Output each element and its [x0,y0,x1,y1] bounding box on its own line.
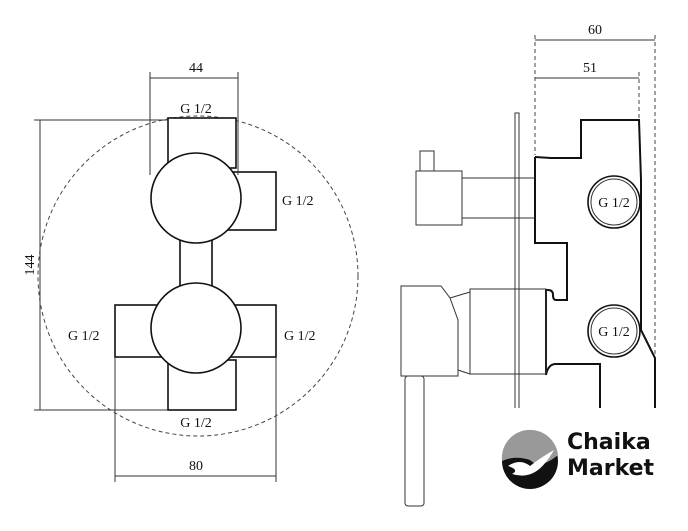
port-label-top: G 1/2 [180,102,212,117]
dim-60: 60 [588,23,602,38]
dim-44: 44 [189,61,203,76]
port-label-side-upper: G 1/2 [598,196,630,211]
mixer-lever [404,375,425,507]
valve-body-outline [534,119,656,410]
port-label-side-lower: G 1/2 [598,325,630,340]
dim-144: 144 [23,255,38,276]
mixer-handle [400,285,459,377]
wall-plate [514,112,520,414]
mixer-cartridge [469,288,547,375]
brand-logo: Chaika Market [495,408,685,518]
mixer-body [150,282,242,374]
port-label-right-lower: G 1/2 [284,329,316,344]
front-view: 44 144 80 G 1/2 G 1/2 G 1/2 G 1/2 G 1/2 [23,61,359,482]
diverter-knob-tip [419,150,435,172]
dim-51: 51 [583,61,597,76]
port-label-bottom: G 1/2 [180,416,212,431]
port-label-left-lower: G 1/2 [68,329,100,344]
port-circle-upper [587,175,641,229]
side-view: 60 51 G 1/2 G 1/2 [400,23,656,507]
diverter-knob [415,170,463,226]
cover-plate-outline [37,115,359,437]
dim-80: 80 [189,459,203,474]
diverter-body [150,152,242,244]
port-circle-lower [587,304,641,358]
port-label-right-upper: G 1/2 [282,194,314,209]
brand-name-line2: Market [567,456,655,481]
brand-name-line1: Chaika [567,430,651,455]
